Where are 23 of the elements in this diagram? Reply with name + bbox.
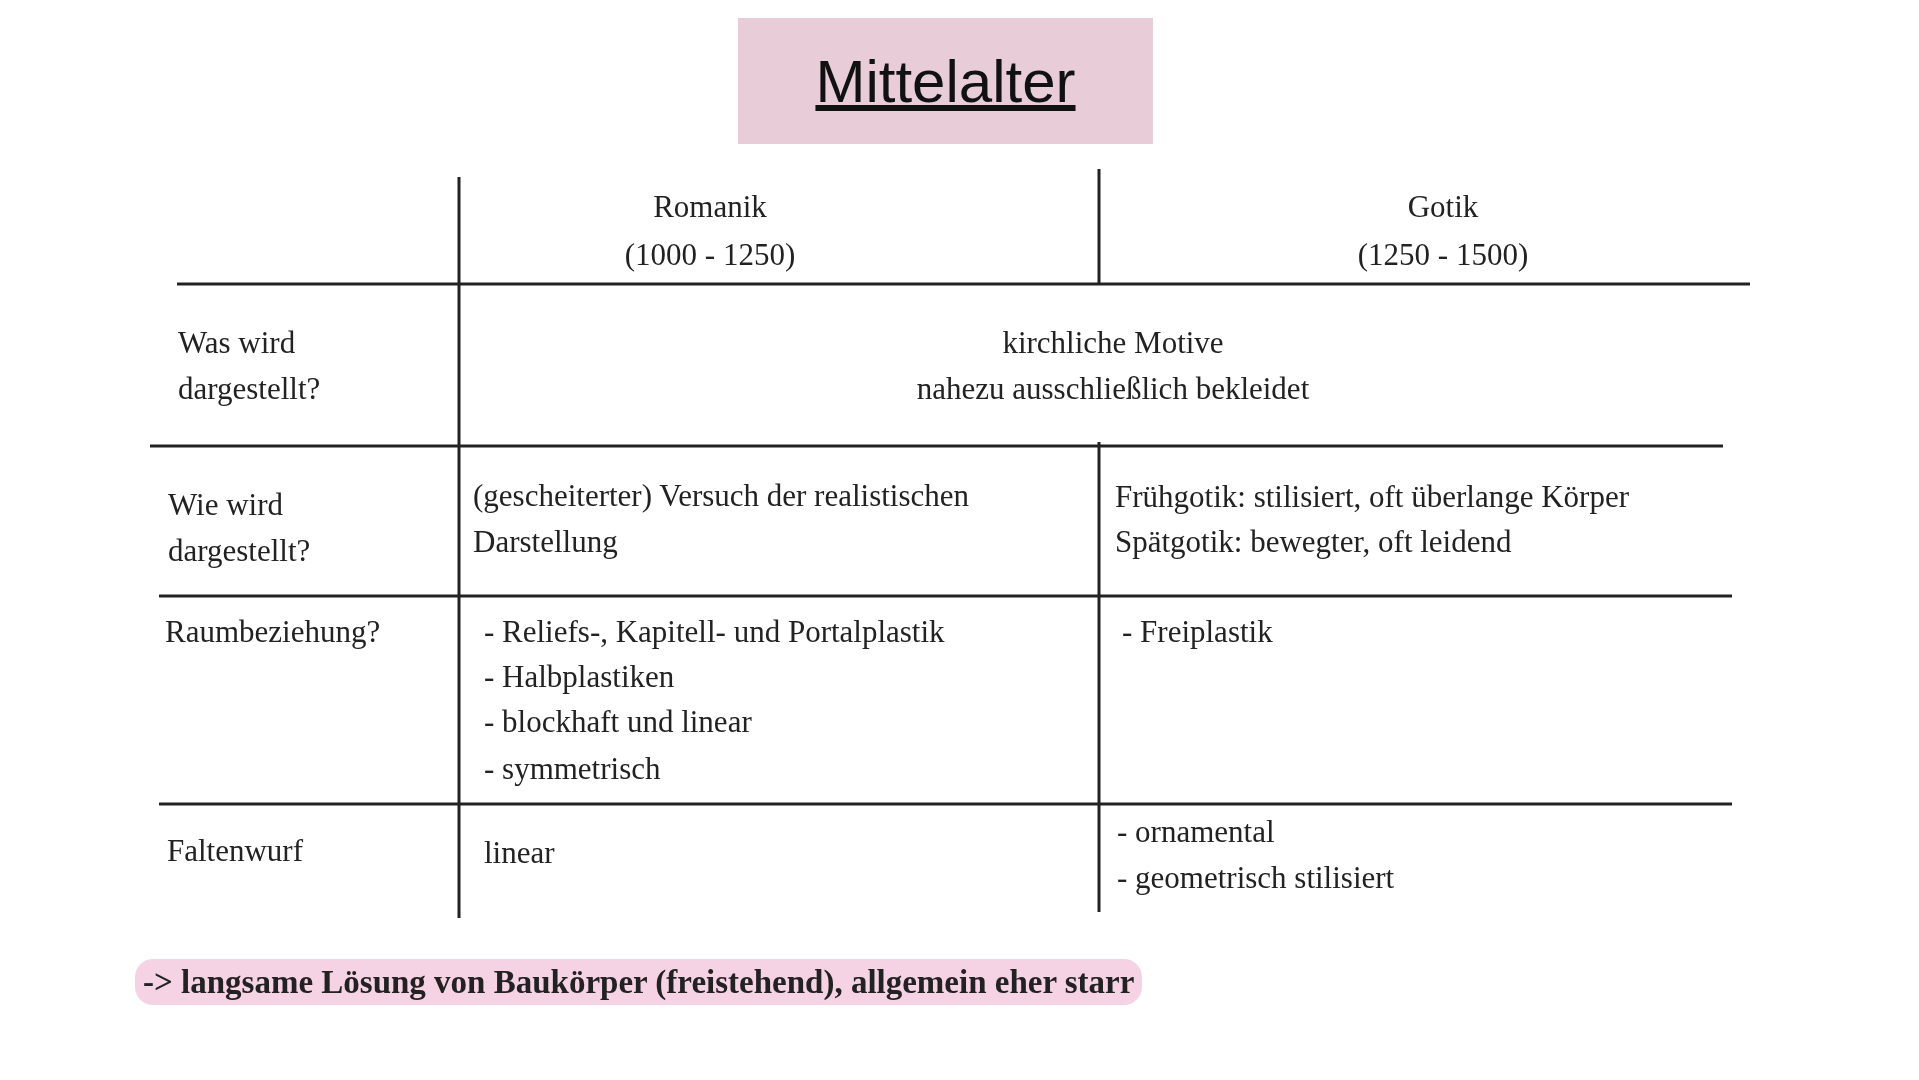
list-item: - ornamental: [1117, 813, 1276, 851]
year-range: (1250 - 1500): [1356, 236, 1530, 274]
column-heading: Romanik: [652, 188, 768, 226]
conclusion-note: -> langsame Lösung von Baukörper (freistehend), allgemein eher starr: [135, 959, 1143, 1005]
list-item: - Freiplastik: [1122, 613, 1274, 651]
list-item: - symmetrisch: [484, 750, 662, 788]
row-heading: Was wird dargestellt?: [178, 324, 322, 408]
column-heading: Gotik: [1406, 188, 1480, 226]
row-heading: Wie wird dargestellt?: [168, 486, 312, 570]
cell-text: Spätgotik: bewegter, oft leidend: [1115, 523, 1513, 561]
row-heading: Raumbeziehung?: [165, 613, 382, 651]
row-heading: Faltenwurf: [167, 832, 305, 870]
cell-text: linear: [484, 834, 556, 872]
list-item: - Halbplastiken: [484, 658, 676, 696]
year-range: (1000 - 1250): [623, 236, 797, 274]
cell-text: (gescheiterter) Versuch der realistischen Darstellung: [473, 477, 971, 561]
title: Mittelalter: [815, 46, 1076, 116]
list-item: - blockhaft und linear: [484, 703, 753, 741]
list-item: - Reliefs-, Kapitell- und Portalplastik: [484, 613, 946, 651]
list-item: - geometrisch stilisiert: [1117, 859, 1396, 897]
cell-text: Frühgotik: stilisiert, oft überlange Körper: [1115, 478, 1630, 516]
cell-text: nahezu ausschließlich bekleidet: [915, 370, 1311, 408]
cell-text: kirchliche Motive: [1001, 324, 1225, 362]
